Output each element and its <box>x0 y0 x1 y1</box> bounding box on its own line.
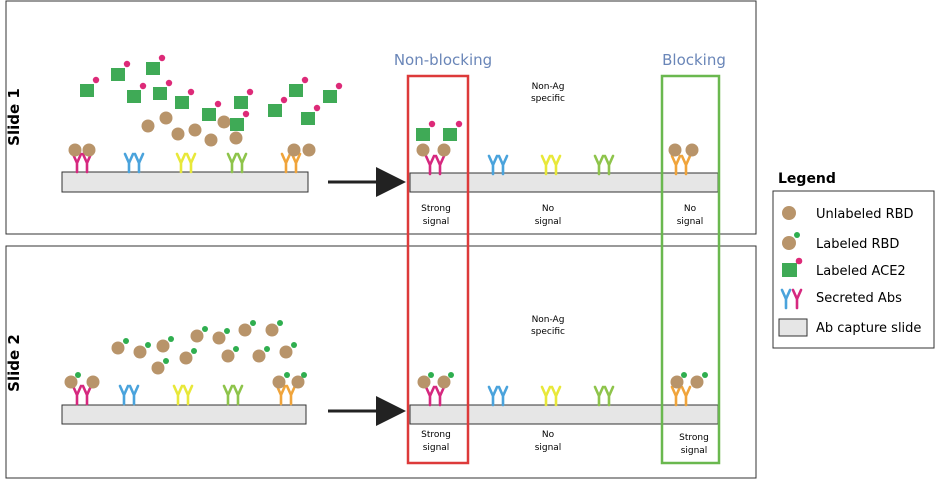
antibody-pair-orange <box>280 152 302 174</box>
floating-unlabeled-rbd <box>141 111 243 147</box>
legend-item-label: Labeled ACE2 <box>816 264 906 279</box>
non-ag-label: specific <box>531 327 565 337</box>
non-ag-label: Non-Ag <box>532 82 565 92</box>
signal-label: Strong <box>421 204 451 214</box>
floating-labeled-rbd <box>111 320 297 375</box>
signal-label: Strong <box>421 430 451 440</box>
floating-labeled-ace2 <box>80 54 343 131</box>
signal-label: signal <box>423 217 450 227</box>
antibody-pair-yellow <box>175 152 197 174</box>
signal-label: Strong <box>679 433 709 443</box>
signal-label: No <box>542 430 555 440</box>
signal-label: signal <box>677 217 704 227</box>
legend-item-label: Secreted Abs <box>816 291 902 306</box>
slide1-label: Slide 1 <box>5 88 23 146</box>
legend-item-label: Ab capture slide <box>816 321 921 336</box>
nonblocking-highlight-box <box>406 74 470 465</box>
slide2-label: Slide 2 <box>5 334 23 392</box>
unlabeled-rbd-icon <box>782 206 796 220</box>
signal-label: signal <box>535 443 562 453</box>
bound-rbd <box>68 143 316 157</box>
signal-label: signal <box>535 217 562 227</box>
legend-item-label: Labeled RBD <box>816 237 899 252</box>
capture-slide <box>61 171 309 193</box>
slide2-right-scene <box>409 372 719 425</box>
labeled-ace2-icon <box>782 257 803 277</box>
antibody-pair-olive <box>226 152 248 174</box>
signal-label: No <box>542 204 555 214</box>
signal-label: signal <box>681 446 708 456</box>
slide2-left-scene <box>61 320 307 425</box>
capture-slide <box>409 404 719 425</box>
legend: Legend Unlabeled RBD Labeled RBD Labeled… <box>772 171 935 349</box>
capture-slide-icon <box>778 318 808 337</box>
slide1-right-scene <box>409 120 719 193</box>
non-ag-label: specific <box>531 94 565 104</box>
non-ag-label: Non-Ag <box>532 315 565 325</box>
nonblocking-title: Non-blocking <box>394 51 492 69</box>
signal-label: No <box>684 204 697 214</box>
slide1-panel <box>5 0 757 235</box>
blocking-highlight-box <box>660 74 721 465</box>
antibody-pair-magenta <box>71 152 93 174</box>
labeled-rbd-icon <box>782 232 800 250</box>
bound-labeled-rbd <box>64 375 305 389</box>
legend-item-label: Unlabeled RBD <box>816 207 914 222</box>
signal-label: signal <box>423 443 450 453</box>
capture-slide <box>409 172 719 193</box>
antibody-pair-blue <box>123 152 145 174</box>
capture-slide <box>61 404 307 425</box>
blocking-title: Blocking <box>662 51 726 69</box>
slide2-panel <box>5 245 757 479</box>
legend-title: Legend <box>778 171 836 187</box>
slide1-left-scene <box>61 54 343 193</box>
